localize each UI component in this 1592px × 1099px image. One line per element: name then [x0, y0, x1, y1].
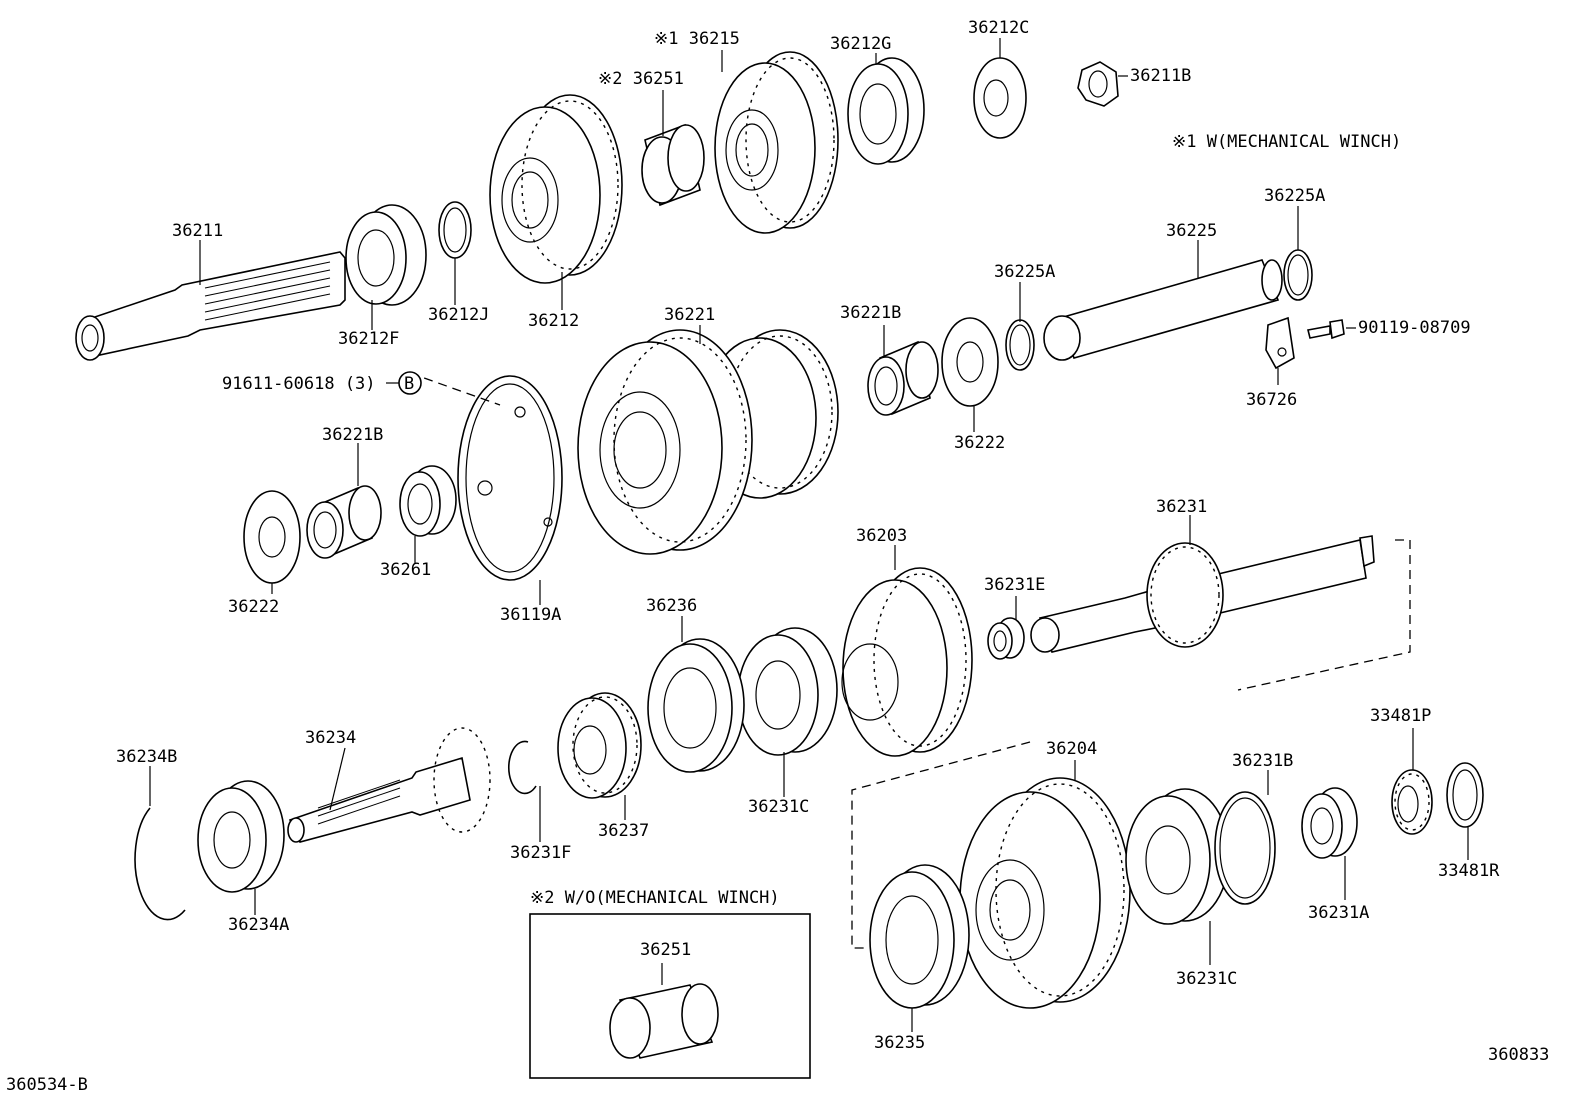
label-36237: 36237: [598, 821, 649, 841]
part-36221-cluster-gear: [577, 329, 839, 555]
label-36261: 36261: [380, 560, 431, 580]
label-36221B-left: 36221B: [322, 425, 383, 445]
label-33481P: 33481P: [1370, 706, 1431, 726]
part-36222-thrust-washer-right: [941, 317, 999, 407]
part-36221B-needle-bearing-left: [306, 485, 382, 559]
label-36222-right: 36222: [954, 433, 1005, 453]
label-36231F: 36231F: [510, 843, 571, 863]
part-36225A-oring-mid: [1005, 319, 1035, 371]
label-36212: 36212: [528, 311, 579, 331]
part-36212G-bearing: [847, 57, 925, 165]
note-2-without-mechanical-winch: ※2 W/O(MECHANICAL WINCH): [530, 888, 780, 908]
label-36119A: 36119A: [500, 605, 561, 625]
label-36251-box: 36251: [640, 940, 691, 960]
label-36212J: 36212J: [428, 305, 489, 325]
part-36234B-snap-ring: [134, 807, 186, 921]
part-36212J-snap-ring: [438, 201, 472, 259]
inset-box-36251: [529, 913, 811, 1079]
label-36236: 36236: [646, 596, 697, 616]
part-90119-08709-bolt: [1307, 319, 1345, 340]
label-91611-60618: 91611-60618 (3): [222, 374, 376, 394]
ref-bottom-left: 360534-B: [6, 1075, 88, 1095]
part-36234-shaft: [287, 727, 491, 843]
part-36212F-bearing: [345, 204, 427, 306]
part-36261-spacer: [399, 465, 457, 537]
part-36222-thrust-washer-left: [243, 490, 301, 584]
label-36234: 36234: [305, 728, 356, 748]
label-36235: 36235: [874, 1033, 925, 1053]
ref-bottom-right: 360833: [1488, 1045, 1549, 1065]
part-36234A-bearing: [197, 780, 285, 893]
part-36236-hub-sleeve: [647, 638, 745, 773]
callout-B: B: [398, 371, 422, 395]
label-36225A-mid: 36225A: [994, 262, 1055, 282]
part-36215-gear: [714, 51, 839, 234]
label-36231A: 36231A: [1308, 903, 1369, 923]
label-36231C-mid: 36231C: [748, 797, 809, 817]
part-36212-gear: [489, 94, 623, 284]
dashed-guide-right: [1237, 539, 1411, 691]
label-36212G: 36212G: [830, 34, 891, 54]
part-36231C-bearing-mid: [737, 627, 838, 756]
part-36251-sleeve: [641, 123, 705, 207]
label-36211: 36211: [172, 221, 223, 241]
dashed-guide-callout: [409, 372, 501, 406]
label-36203: 36203: [856, 526, 907, 546]
part-36235-hub-sleeve: [869, 864, 970, 1009]
label-36222-left: 36222: [228, 597, 279, 617]
part-36212C-washer: [973, 57, 1027, 139]
label-36234B: 36234B: [116, 747, 177, 767]
dashed-guide-left: [851, 741, 1031, 949]
part-36204-gear: [959, 777, 1131, 1009]
part-33481P-drive-gear: [1391, 769, 1433, 835]
part-33481R-ring: [1446, 762, 1484, 828]
label-36221B-top: 36221B: [840, 303, 901, 323]
callout-letter: B: [404, 374, 414, 394]
part-36726-lock-plate: [1265, 316, 1295, 370]
part-36211-input-shaft: [75, 251, 346, 361]
part-36211B-nut: [1077, 61, 1119, 107]
part-36231C-bearing-low: [1125, 788, 1230, 925]
label-90119-08709: 90119-08709: [1358, 318, 1471, 338]
part-36119A-cover-plate: [457, 375, 563, 581]
part-36231E-needle-bearing: [987, 617, 1025, 660]
part-36203-gear: [841, 567, 973, 757]
label-36221: 36221: [664, 305, 715, 325]
label-36251-top: ※2 36251: [598, 69, 684, 89]
part-36221B-needle-bearing-top: [867, 340, 939, 416]
label-36225: 36225: [1166, 221, 1217, 241]
label-36231B: 36231B: [1232, 751, 1293, 771]
label-36225A-top: 36225A: [1264, 186, 1325, 206]
leader-lines: [149, 38, 1469, 1032]
part-36231F-snap-ring: [507, 740, 537, 795]
label-36231E: 36231E: [984, 575, 1045, 595]
part-36231A-spacer: [1301, 787, 1358, 859]
label-36204: 36204: [1046, 739, 1097, 759]
label-36212C: 36212C: [968, 18, 1029, 38]
label-36726: 36726: [1246, 390, 1297, 410]
label-36215: ※1 36215: [654, 29, 740, 49]
part-36225A-oring-top: [1283, 249, 1313, 301]
note-1-mechanical-winch: ※1 W(MECHANICAL WINCH): [1172, 132, 1401, 152]
label-36211B: 36211B: [1130, 66, 1191, 86]
part-36231B-ring: [1214, 791, 1276, 905]
label-36234A: 36234A: [228, 915, 289, 935]
part-36231-output-shaft: [1030, 535, 1375, 653]
label-36231: 36231: [1156, 497, 1207, 517]
label-36231C-low: 36231C: [1176, 969, 1237, 989]
label-33481R: 33481R: [1438, 861, 1500, 881]
label-36212F: 36212F: [338, 329, 399, 349]
part-36237-gear: [557, 692, 642, 799]
part-36225-counter-shaft: [1043, 259, 1283, 361]
